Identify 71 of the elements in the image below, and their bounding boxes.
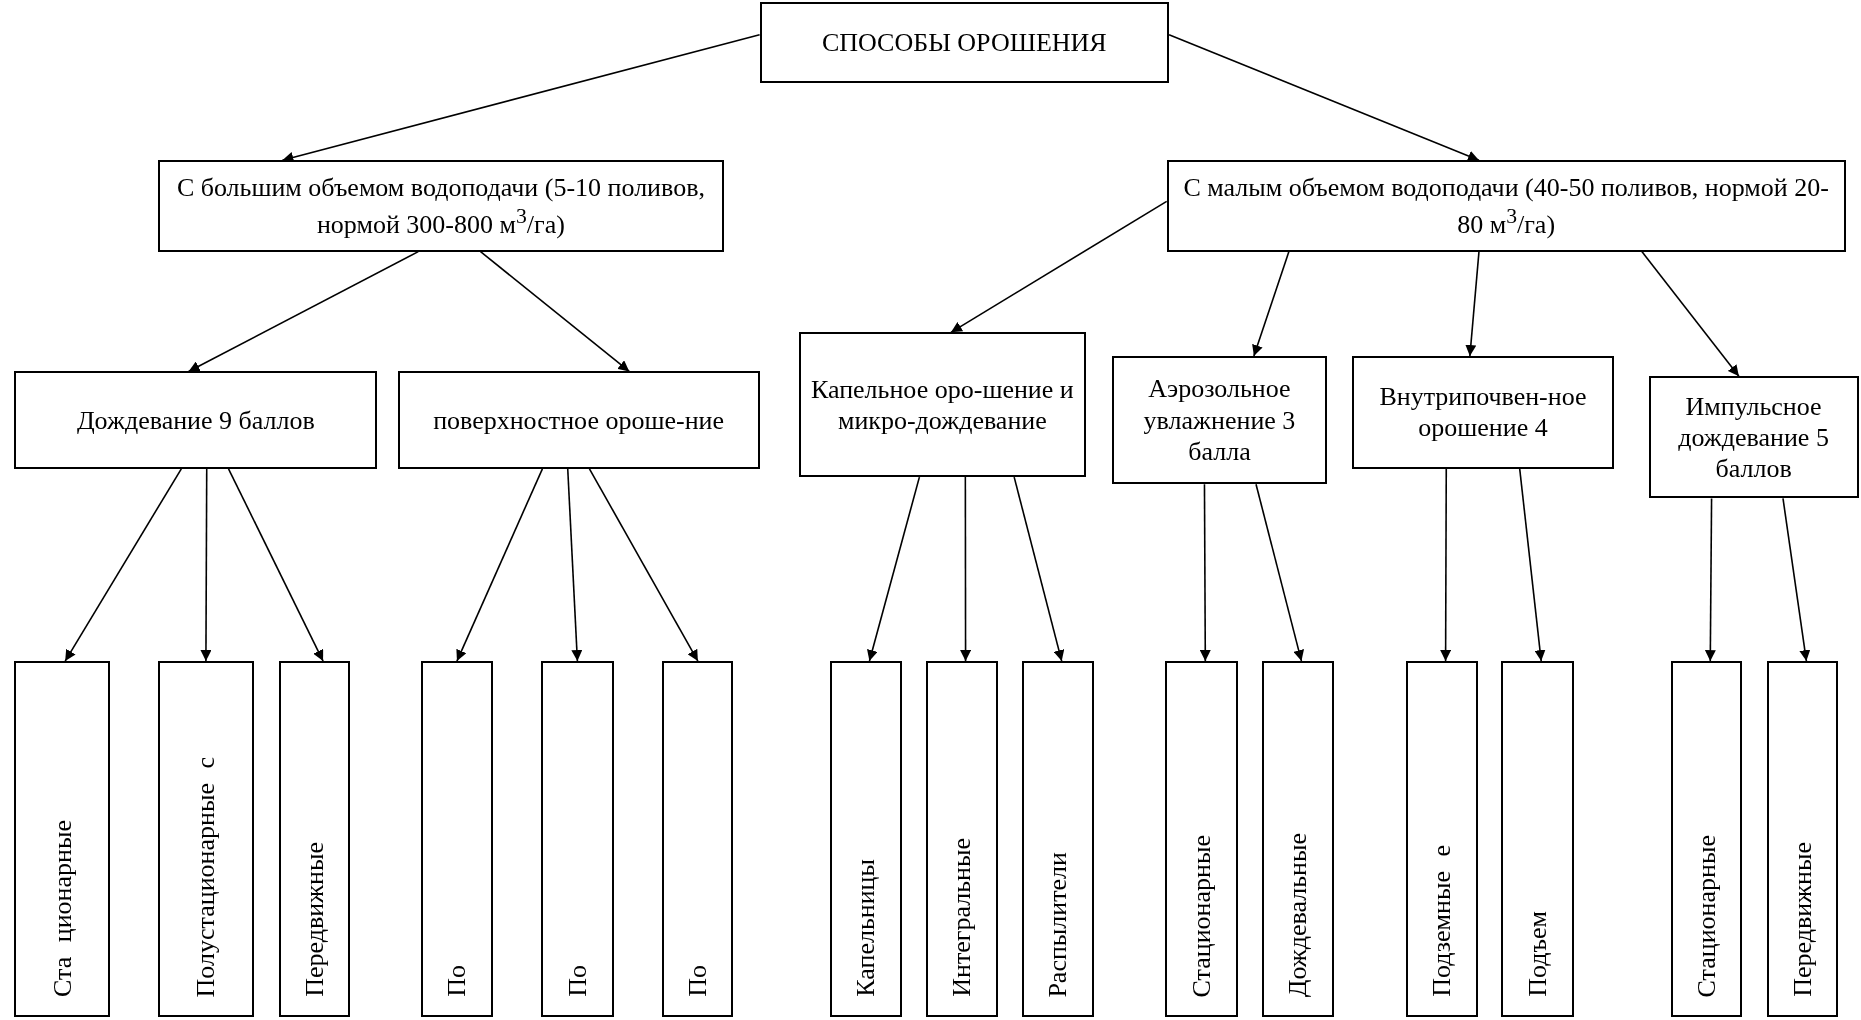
- method-box: [1112, 356, 1327, 485]
- node-label: По: [441, 965, 473, 998]
- node-label: По: [682, 965, 714, 998]
- arrow: [1465, 250, 1480, 357]
- arrow: [479, 250, 631, 373]
- category-box: [14, 661, 111, 1018]
- method-box: [14, 371, 378, 469]
- arrow: [1255, 483, 1305, 662]
- category-box: [1767, 661, 1839, 1018]
- arrow: [1252, 250, 1290, 357]
- node-label: Дождевальные: [1282, 832, 1314, 998]
- node-label: Подъем: [1521, 911, 1553, 998]
- category-box: [278, 661, 351, 1018]
- node-label: Передвижные: [1787, 842, 1819, 998]
- arrow: [227, 468, 324, 662]
- node-label: С малым объемом водоподачи (40-50 поливов, нормой 20-80 м$^{3}$/га): [1182, 171, 1830, 240]
- arrow: [200, 468, 212, 662]
- node-label: По: [561, 965, 593, 998]
- arrow: [456, 468, 544, 662]
- method-box: [1648, 376, 1859, 499]
- category-box: [1261, 661, 1334, 1018]
- category-box: [925, 661, 999, 1018]
- arrow: [1782, 497, 1811, 662]
- arrow: [566, 468, 583, 662]
- method-box: [397, 371, 760, 469]
- node-label: Стационарные: [1691, 834, 1723, 998]
- node-label: С большим объемом водоподачи (5-10 поливов, нормой 300-800 м$^{3}$/га): [175, 171, 706, 240]
- category-box: [541, 661, 614, 1018]
- arrow: [588, 468, 699, 662]
- node-label: Передвижные: [298, 842, 330, 998]
- method-box: [798, 332, 1086, 478]
- category-box: [421, 661, 493, 1018]
- node-label: СПОСОБЫ ОРОШЕНИЯ: [820, 27, 1108, 59]
- category-box: [157, 661, 254, 1018]
- node-label: Импульсное дождевание 5 баллов: [1677, 390, 1830, 485]
- arrow: [1641, 250, 1740, 378]
- method-box: [1351, 356, 1615, 469]
- arrow: [867, 476, 921, 662]
- node-label: Интегральные: [946, 838, 978, 998]
- arrow: [1440, 468, 1452, 662]
- node-label: Капельное оро-шение и микро-дождевание: [809, 373, 1075, 436]
- method-box: [157, 160, 724, 252]
- arrow: [960, 476, 972, 662]
- node-label: Капельницы: [850, 859, 882, 998]
- category-box: [1501, 661, 1574, 1018]
- arrow: [64, 468, 183, 662]
- node-label: Стационарные: [1186, 834, 1218, 998]
- node-label: Аэрозольное увлажнение 3 балла: [1142, 373, 1297, 467]
- arrow: [1704, 497, 1716, 662]
- arrow: [1199, 483, 1211, 662]
- category-box: [1021, 661, 1095, 1018]
- arrow: [1168, 33, 1480, 162]
- node-label: Дождевание 9 баллов: [75, 404, 316, 436]
- arrow: [281, 33, 761, 163]
- node-label: Ста ционарные: [46, 820, 78, 998]
- category-box: [1165, 661, 1238, 1018]
- method-box: [1166, 160, 1846, 252]
- node-label: поверхностное ороше-ние: [432, 404, 726, 436]
- arrow: [1013, 476, 1065, 662]
- category-box: [829, 661, 902, 1018]
- method-box: [759, 2, 1170, 84]
- arrow: [1518, 468, 1546, 662]
- category-box: [1671, 661, 1743, 1018]
- node-label: Подземные е: [1426, 845, 1458, 998]
- category-box: [1406, 661, 1478, 1018]
- arrow: [187, 250, 420, 373]
- node-label: Распылители: [1042, 851, 1074, 998]
- node-label: Полустационарные с: [190, 756, 222, 998]
- arrow: [950, 200, 1168, 334]
- node-label: Внутрипочвен-ное орошение 4: [1378, 381, 1588, 444]
- category-box: [662, 661, 734, 1018]
